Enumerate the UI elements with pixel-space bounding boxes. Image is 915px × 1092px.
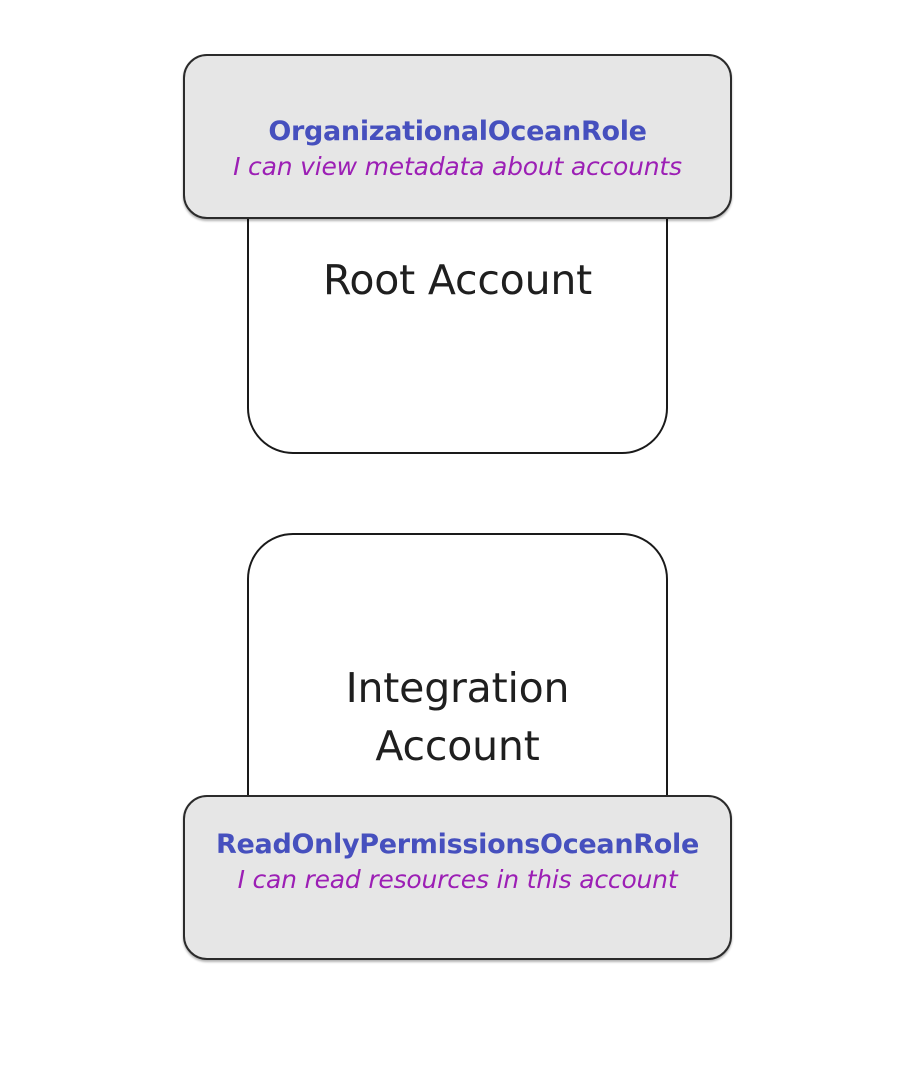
role-description-readonly-permissions-ocean-role: I can read resources in this account	[237, 865, 678, 895]
role-text-stack: ReadOnlyPermissionsOceanRole I can read …	[185, 829, 730, 895]
role-title-readonly-permissions-ocean-role: ReadOnlyPermissionsOceanRole	[216, 829, 699, 861]
account-box-integration[interactable]: Integration Account	[247, 533, 668, 841]
account-label-integration: Integration Account	[345, 664, 570, 771]
role-title-organizational-ocean-role: OrganizationalOceanRole	[268, 116, 647, 148]
role-text-stack: OrganizationalOceanRole I can view metad…	[185, 116, 730, 182]
role-badge-organizational-ocean-role[interactable]: OrganizationalOceanRole I can view metad…	[183, 54, 732, 219]
role-description-organizational-ocean-role: I can view metadata about accounts	[233, 152, 682, 182]
role-badge-readonly-permissions-ocean-role[interactable]: ReadOnlyPermissionsOceanRole I can read …	[183, 795, 732, 960]
account-label-root: Root Account	[322, 256, 593, 304]
